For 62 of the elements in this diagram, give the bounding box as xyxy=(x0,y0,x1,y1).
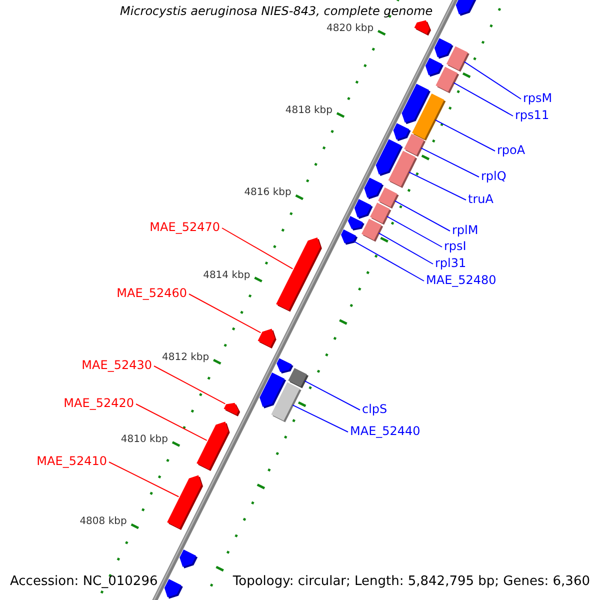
gene-feature xyxy=(224,402,240,416)
gene-label: truA xyxy=(468,193,494,206)
gene-label: MAE_52440 xyxy=(350,425,420,438)
leader-line xyxy=(108,462,180,498)
gene-label: MAE_52420 xyxy=(64,397,134,410)
gene-feature xyxy=(376,139,403,176)
tick-label: 4812 kbp xyxy=(162,352,210,363)
leader-line xyxy=(464,61,522,100)
leader-line xyxy=(188,294,262,334)
leader-line xyxy=(408,172,466,200)
gene-block xyxy=(362,218,384,242)
gene-feature xyxy=(276,238,322,312)
gene-label: rpsM xyxy=(523,92,552,106)
gene-label: rpoA xyxy=(497,144,526,158)
title: Microcystis aeruginosa NIES-843, complete genome xyxy=(120,5,433,18)
gene-label: MAE_52430 xyxy=(82,359,152,372)
gene-label: MAE_52470 xyxy=(150,221,220,234)
tick-label: 4810 kbp xyxy=(120,434,168,445)
gene-feature xyxy=(434,38,454,59)
gene-label: rps11 xyxy=(515,109,550,122)
leader-line xyxy=(136,404,208,441)
gene-feature xyxy=(364,178,384,200)
gene-feature xyxy=(196,422,230,471)
gene-label: rplM xyxy=(452,224,478,238)
gene-feature xyxy=(276,358,294,374)
footer-text: Accession: NC_010296 xyxy=(10,575,158,590)
leader-line xyxy=(386,216,442,248)
gene-feature xyxy=(402,84,430,124)
gene-feature xyxy=(258,328,276,348)
gene-label: MAE_52480 xyxy=(426,274,496,288)
gene-feature xyxy=(354,199,373,219)
tick-label: 4816 kbp xyxy=(244,187,292,198)
leader-line xyxy=(420,148,480,178)
gene-feature xyxy=(425,58,444,77)
gene-label: rplQ xyxy=(481,170,506,184)
leader-line xyxy=(434,119,496,152)
gene-feature xyxy=(180,550,198,568)
gene-feature xyxy=(393,123,411,142)
gene-feature xyxy=(164,579,183,599)
leader-line xyxy=(222,228,294,270)
gene-label: rpl31 xyxy=(435,257,466,270)
gene-label: clpS xyxy=(362,403,388,416)
tick-label: 4820 kbp xyxy=(326,22,374,34)
tick-label: 4818 kbp xyxy=(285,105,332,116)
gene-feature xyxy=(414,20,431,36)
leader-line xyxy=(453,82,514,116)
leader-line xyxy=(378,232,434,264)
leader-line xyxy=(154,366,226,404)
tick-label: 4808 kbp xyxy=(80,516,127,528)
gene-feature xyxy=(260,372,286,408)
gene-label: MAE_52460 xyxy=(116,287,187,300)
footer-text: Topology: circular; Length: 5,842,795 bp; Genes: 6,360 xyxy=(232,575,590,590)
gene-label: rpsI xyxy=(444,240,466,254)
gene-feature xyxy=(341,229,358,245)
leader-line xyxy=(304,380,360,410)
gene-label: MAE_52410 xyxy=(36,455,107,468)
tick-label: 4814 kbp xyxy=(203,270,250,280)
gene-feature xyxy=(167,475,203,530)
leader-line xyxy=(354,241,424,282)
gene-feature xyxy=(348,216,364,230)
leader-line xyxy=(292,404,348,432)
leader-line xyxy=(394,200,450,232)
